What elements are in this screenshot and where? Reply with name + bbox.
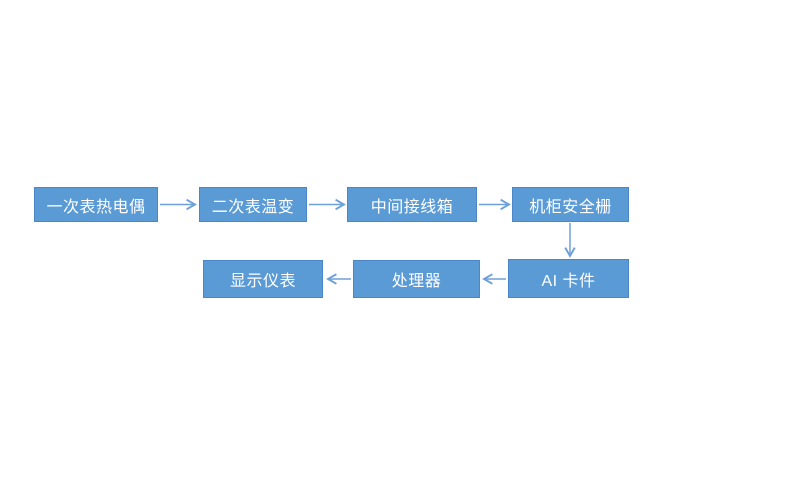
node-thermocouple: 一次表热电偶	[34, 187, 158, 222]
node-display: 显示仪表	[203, 260, 323, 298]
node-safety-barrier: 机柜安全栅	[512, 187, 629, 222]
node-processor-label: 处理器	[391, 273, 442, 290]
node-temp-transmitter-label: 二次表温变	[211, 198, 295, 216]
node-junction-box-label: 中间接线箱	[370, 198, 454, 216]
node-safety-barrier-label: 机柜安全栅	[529, 198, 612, 216]
node-thermocouple-label: 一次表热电偶	[46, 198, 146, 216]
node-junction-box: 中间接线箱	[347, 187, 477, 222]
node-temp-transmitter: 二次表温变	[199, 187, 307, 222]
node-display-label: 显示仪表	[229, 273, 296, 290]
node-processor: 处理器	[353, 260, 480, 298]
node-ai-card-label: AI 卡件	[541, 272, 596, 290]
node-ai-card: AI 卡件	[508, 259, 629, 298]
